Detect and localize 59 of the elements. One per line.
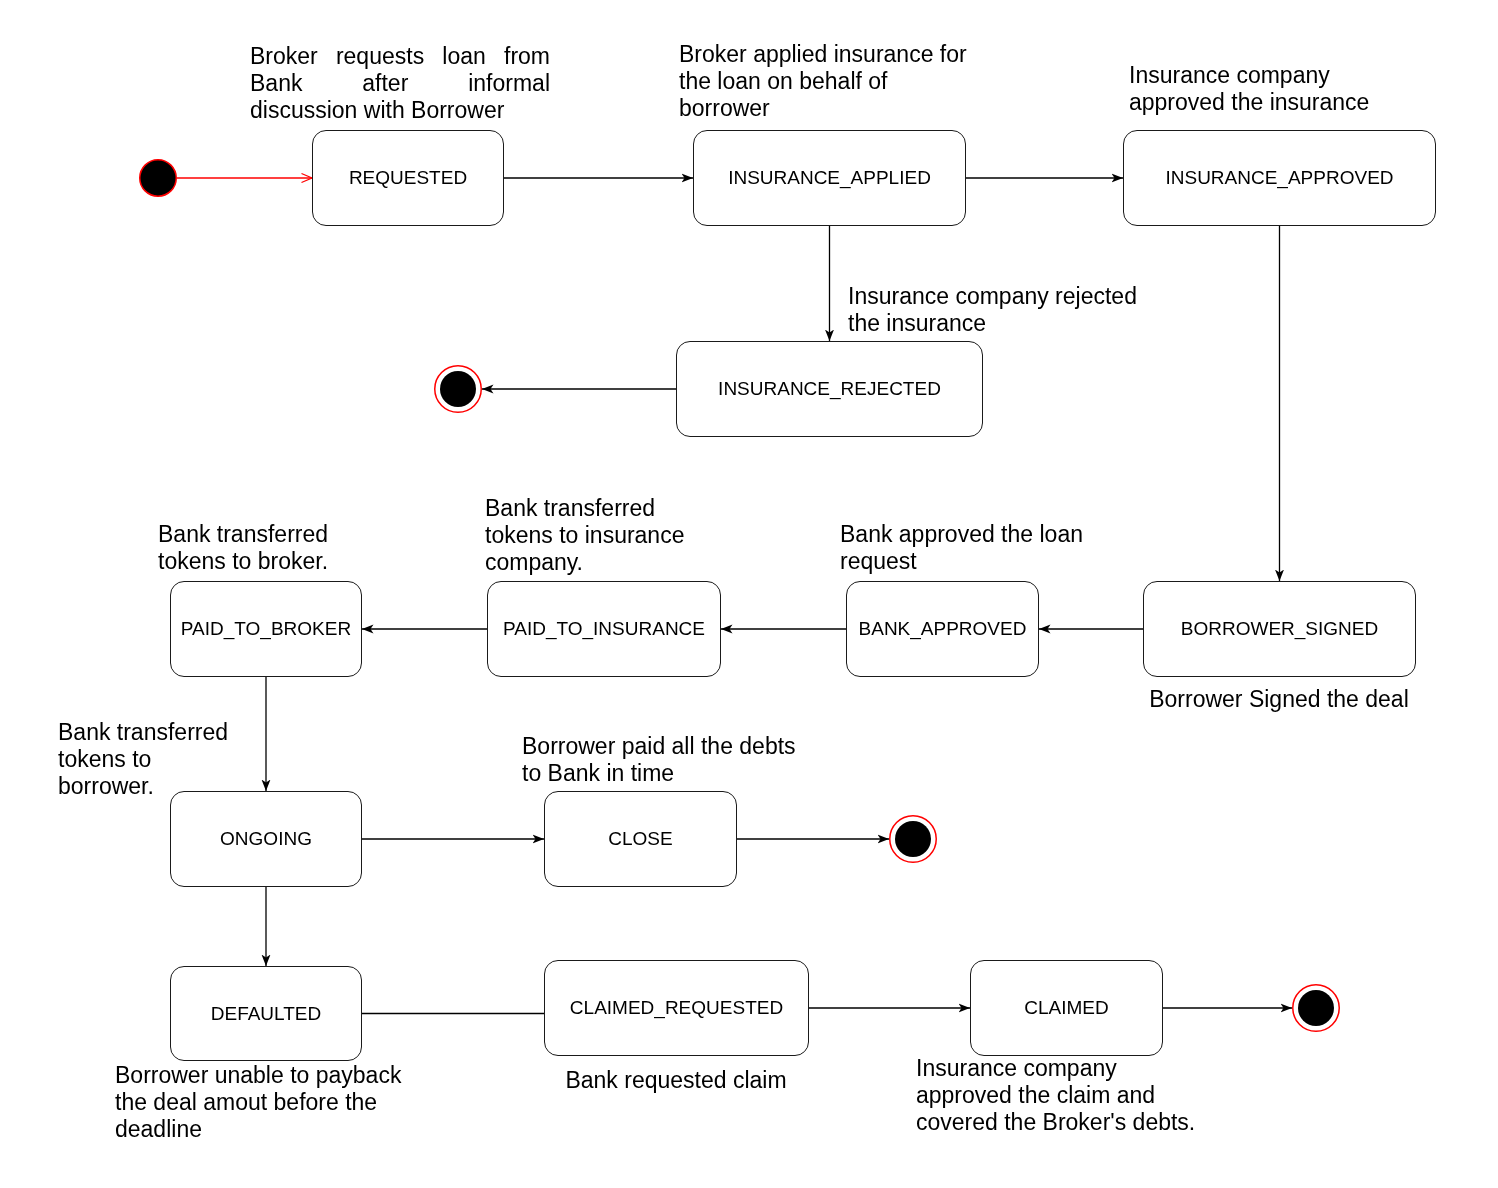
state-description: Bank requested claim bbox=[564, 1067, 788, 1094]
transition-arrow bbox=[481, 384, 677, 394]
state-label: CLAIMED bbox=[1024, 997, 1109, 1019]
state-description: Bank transferred tokens to insurance company. bbox=[485, 495, 686, 576]
state-description: Bank approved the loan request bbox=[840, 521, 1084, 575]
state-description: Bank transferred tokens to broker. bbox=[158, 521, 330, 575]
state-box bbox=[170, 581, 362, 677]
transition-arrow bbox=[503, 173, 694, 183]
transition-arrow bbox=[965, 173, 1124, 183]
bullseye-icon bbox=[434, 365, 482, 413]
transition-arrow bbox=[361, 624, 488, 634]
state-description: Broker requests loan from Bank after informal discussion with Borrower bbox=[250, 43, 550, 124]
transition-arrow bbox=[808, 1003, 971, 1013]
state-box bbox=[676, 341, 983, 437]
state-label: PAID_TO_INSURANCE bbox=[503, 618, 705, 640]
state-box bbox=[170, 966, 362, 1061]
state-description: Insurance company rejected the insurance bbox=[848, 283, 1138, 337]
state-box bbox=[1123, 130, 1436, 226]
transition-arrow bbox=[1275, 225, 1284, 582]
state-label: BANK_APPROVED bbox=[858, 618, 1027, 640]
state-label: INSURANCE_APPLIED bbox=[728, 167, 931, 189]
state-label: INSURANCE_APPROVED bbox=[1165, 167, 1394, 189]
transition-arrow bbox=[825, 225, 834, 342]
state-box bbox=[846, 581, 1039, 677]
state-label: PAID_TO_BROKER bbox=[180, 618, 352, 640]
state-box bbox=[170, 791, 362, 887]
transition-arrow bbox=[261, 676, 271, 792]
state-box bbox=[312, 130, 504, 226]
state-label: BORROWER_SIGNED bbox=[1180, 618, 1379, 640]
state-box bbox=[693, 130, 966, 226]
state-box bbox=[487, 581, 721, 677]
state-description: Borrower unable to payback the deal amout before the deadline bbox=[115, 1062, 403, 1143]
state-description: Insurance company approved the claim and covered the Broker's debts. bbox=[916, 1055, 1197, 1136]
transition-line bbox=[361, 1012, 545, 1015]
filled-circle-icon bbox=[139, 159, 177, 197]
transition-arrow bbox=[1038, 624, 1144, 634]
state-label: DEFAULTED bbox=[210, 1002, 322, 1025]
transition-arrow bbox=[176, 172, 313, 184]
state-description: Insurance company approved the insurance bbox=[1129, 62, 1371, 116]
bullseye-icon bbox=[1292, 984, 1340, 1032]
state-box bbox=[544, 791, 737, 887]
state-description: Borrower paid all the debts to Bank in time bbox=[522, 733, 797, 787]
state-box bbox=[1143, 581, 1416, 677]
state-box bbox=[544, 960, 809, 1056]
transition-arrow bbox=[361, 834, 545, 844]
state-label: INSURANCE_REJECTED bbox=[718, 378, 941, 400]
state-description: Broker applied insurance for the loan on behalf of borrower bbox=[679, 41, 968, 122]
bullseye-icon bbox=[889, 815, 937, 863]
transition-arrow bbox=[261, 886, 271, 967]
state-label: CLOSE bbox=[608, 828, 673, 850]
transition-arrow bbox=[736, 834, 890, 844]
state-description: Borrower Signed the deal bbox=[1148, 686, 1410, 713]
transition-arrow bbox=[1162, 1003, 1293, 1013]
state-label: ONGOING bbox=[220, 828, 312, 850]
transition-arrow bbox=[720, 624, 847, 634]
state-description: Bank transferred tokens to borrower. bbox=[58, 719, 230, 800]
state-label: REQUESTED bbox=[348, 167, 468, 189]
state-label: CLAIMED_REQUESTED bbox=[569, 997, 784, 1019]
state-box bbox=[970, 960, 1163, 1056]
